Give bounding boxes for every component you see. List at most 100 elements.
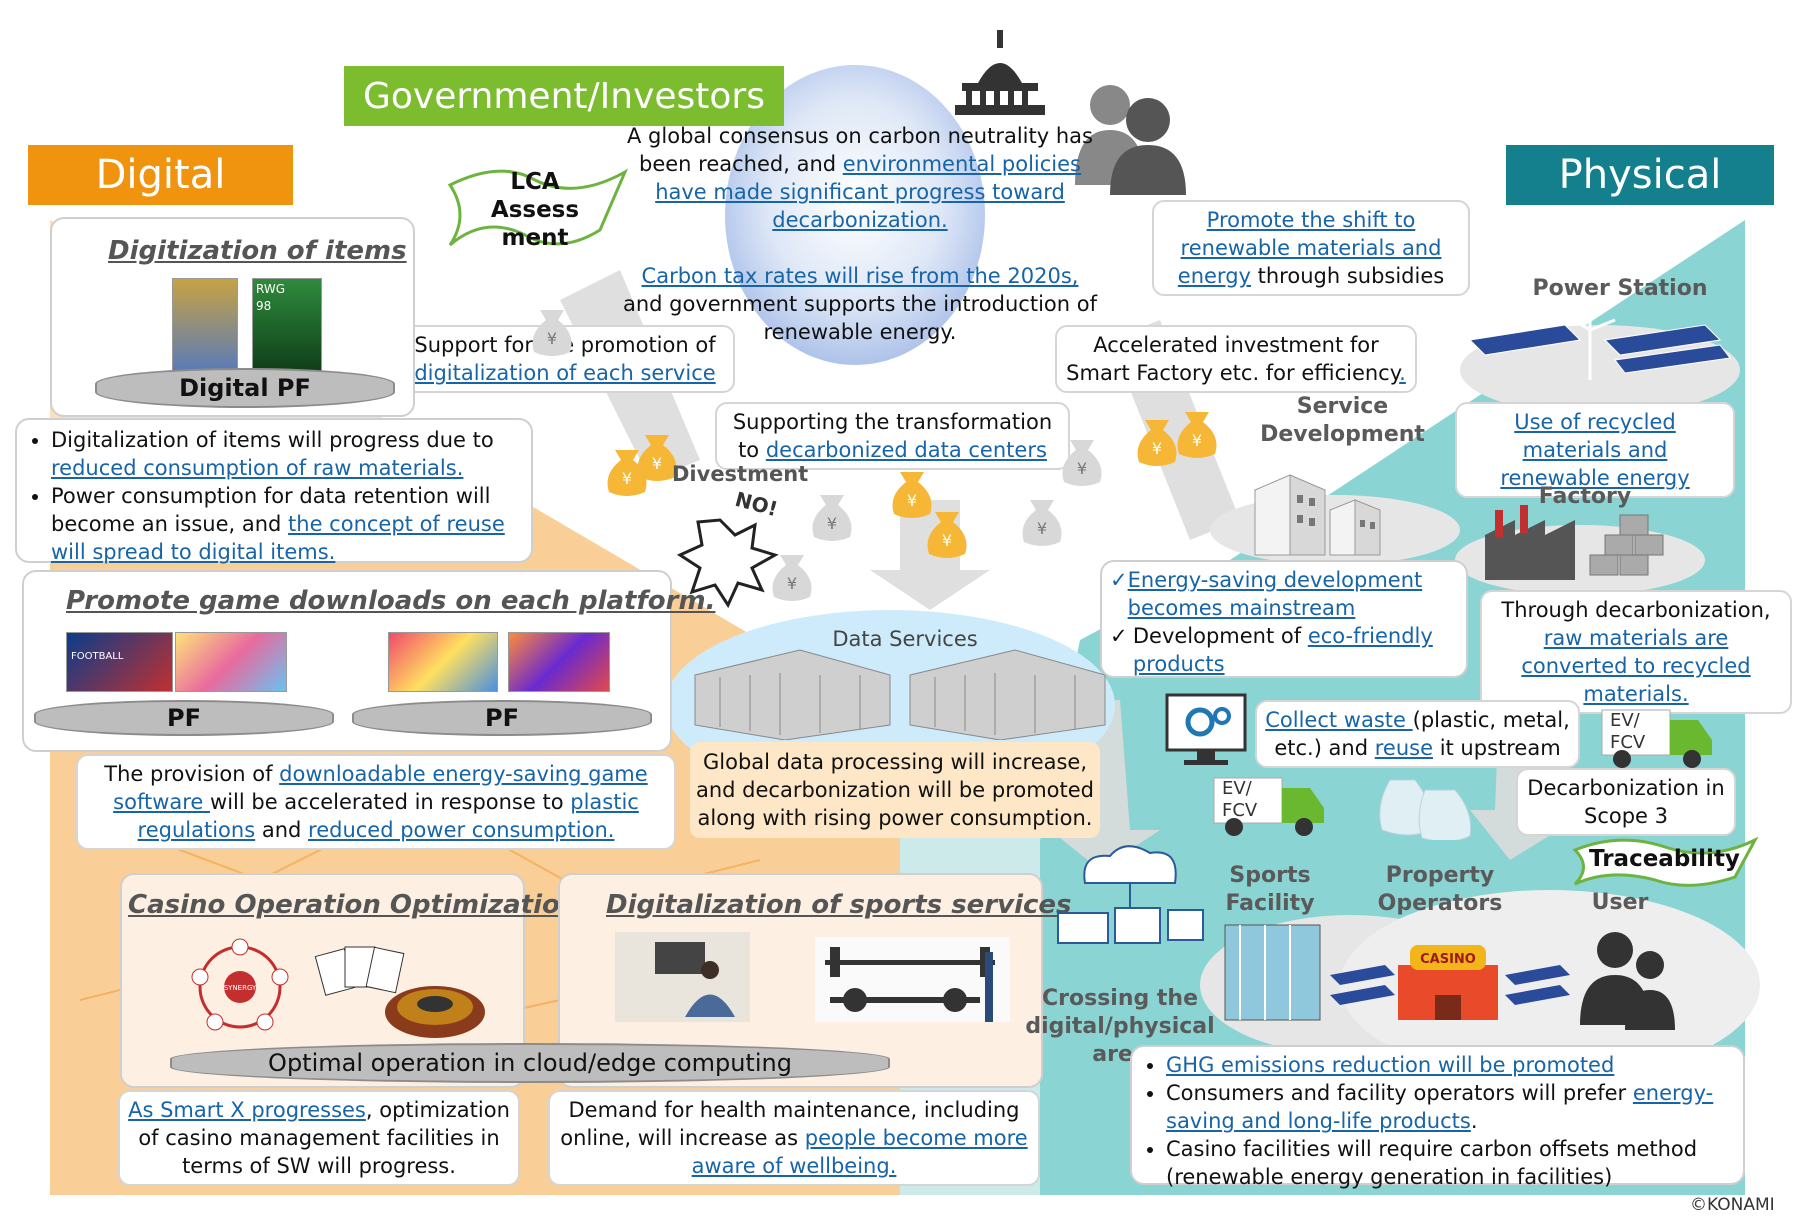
data-services-label: Data Services [832,627,978,651]
synergy-label: SYNERGY [224,984,257,992]
cloud-devices-icon [1057,845,1204,944]
traceability-banner [1572,836,1759,887]
casino-images: SYNERGY [191,938,485,1038]
digital-pf-platform: Digital PF [95,368,395,408]
yugioh-card-image [172,278,238,372]
truck-icon [1213,777,1324,836]
recycled-box: Use of recycled materials and renewable … [1455,402,1735,498]
through-decarbonization-box: Through decarbonization, raw materials a… [1480,590,1792,714]
casino-offsets-bullet: Casino facilities will require carbon of… [1166,1135,1733,1191]
lca-line1: LCA [510,169,560,195]
solar-panel-icon [1468,324,1731,374]
ev-fcv-label-1: EV/FCV [1610,710,1646,753]
capitol-icon [955,30,1045,115]
baseball-game-image [175,632,287,692]
lca-line2: Assess [490,197,580,223]
crossing-label: Crossing the digital/physical area [1025,986,1215,1067]
energy-saving-software-link[interactable]: downloadable energy-saving game software [113,762,648,814]
scope3-box: Decarbonization in Scope 3 [1516,768,1736,836]
recycled-conversion-link[interactable]: raw materials are converted to recycled … [1521,626,1751,706]
building-icon [1254,474,1381,556]
momotetsu-game-image [388,632,498,692]
property-operators-label: Property Operators [1377,863,1503,916]
promote-shift-box: Promote the shift to renewable materials… [1152,200,1470,296]
solar-panel-icon [1330,965,1395,1005]
sports-facility-label: Sports Facility [1225,863,1315,916]
power-station-icon [1468,305,1731,380]
env-policies-link[interactable]: environmental policies have made signifi… [655,152,1081,232]
energy-saving-item-1: ✓Energy-saving development becomes mains… [1110,566,1458,622]
digitization-items-title: Digitization of items [108,236,407,266]
decarbonized-dc-link[interactable]: decarbonized data centers [765,438,1047,462]
plastic-regulations-link[interactable]: plastic regulations [137,790,639,842]
divestment-label: Divestment [672,462,809,486]
energy-saving-item-2: ✓Development of eco-friendly products [1110,624,1433,676]
sports-title: Digitalization of sports services [606,890,1072,920]
recycled-renewable-link[interactable]: Use of recycled materials and renewable … [1500,410,1690,490]
ghg-bullet: GHG emissions reduction will be promoted [1166,1051,1733,1079]
ghg-link[interactable]: GHG emissions reduction will be promoted [1166,1053,1615,1077]
eco-friendly-link[interactable]: eco-friendly products [1132,624,1433,676]
game-downloads-title: Promote game downloads on each platform. [66,586,716,616]
smart-x-link[interactable]: As Smart X progresses [128,1098,366,1122]
globe [725,65,985,365]
efootball-game-image: FOOTBALL [66,632,173,692]
digital-header: Digital [28,145,293,205]
playing-cards-icon [314,946,405,996]
sports-images [615,932,1010,1022]
items-bullet-2: Power consumption for data retention wil… [51,482,521,566]
wind-turbine-icon [1564,305,1616,380]
data-services-text: Global data processing will increase, an… [690,742,1100,838]
reuse-concept-link[interactable]: the concept of reuse will spread to digi… [51,512,505,564]
server-icon [694,649,1106,740]
copyright: ©KONAMI [1690,1195,1775,1215]
health-box: Demand for health maintenance, including… [548,1090,1040,1186]
casino-title: Casino Operation Optimization [128,890,579,920]
accelerated-investment-box: Accelerated investment for Smart Factory… [1055,325,1417,393]
lca-text: LCA Assess ment [480,168,590,252]
casino-icon [1398,945,1498,1020]
football-card-image: RWG 98 [252,278,322,372]
factory-label: Factory [1538,484,1632,509]
lca-line3: ment [501,225,569,251]
provision-box: The provision of downloadable energy-sav… [76,754,676,850]
items-bullets-box: Digitalization of items will progress du… [15,418,533,566]
lca-banner [447,168,629,247]
long-life-products-link[interactable]: energy-saving and long-life products [1166,1081,1714,1133]
solar-panel-icon [1505,965,1570,1005]
monitor-gear-icon [1165,693,1247,765]
cloud-edge-platform: Optimal operation in cloud/edge computin… [170,1043,890,1083]
user-label: User [1591,890,1649,915]
service-development-label: Service Development [1260,394,1425,447]
collect-waste-link[interactable]: Collect waste [1265,708,1413,732]
reduced-power-link[interactable]: reduced power consumption. [308,818,615,842]
digitalization-link[interactable]: digitalization of each service [414,361,716,385]
energy-saving-dev-link[interactable]: Energy-saving development becomes mainst… [1127,568,1423,620]
gov-consensus-text: A global consensus on carbon neutrality … [627,124,1093,232]
reuse-link[interactable]: reuse [1374,736,1434,760]
support-digitalization-box: Support for the promotion of digitalizat… [395,325,735,393]
facility-scene: CASINO [1224,924,1675,1030]
consumers-bullet: Consumers and facility operators will pr… [1166,1079,1733,1135]
wellbeing-link[interactable]: people become more aware of wellbeing. [691,1126,1028,1178]
people-icon [1075,85,1186,195]
factory-icon [1485,505,1664,580]
pf-platform-1: PF [34,700,334,736]
ingots-icon [1589,514,1664,576]
carbon-tax-link[interactable]: Carbon tax rates will rise from the 2020… [641,264,1079,288]
items-bullet-1: Digitalization of items will progress du… [51,426,521,482]
truck-icon [1601,709,1712,768]
pf-platform-2: PF [352,700,652,736]
support-datacenter-box: Supporting the transformation to decarbo… [715,402,1070,470]
user-silhouette-icon [1580,932,1675,1030]
casino-sign: CASINO [1420,952,1476,967]
bomberman-game-image [508,632,610,692]
government-header: Government/Investors [344,66,784,126]
renewable-materials-link[interactable]: Promote the shift to renewable materials… [1177,208,1442,288]
energy-saving-box: ✓Energy-saving development becomes mains… [1100,560,1468,678]
power-station-label: Power Station [1532,276,1708,301]
traceability-label: Traceability [1589,846,1740,872]
raw-materials-link[interactable]: reduced consumption of raw materials. [51,456,464,480]
bottom-right-bullets: GHG emissions reduction will be promoted… [1130,1045,1745,1189]
smartx-box: As Smart X progresses, optimization of c… [118,1090,520,1186]
